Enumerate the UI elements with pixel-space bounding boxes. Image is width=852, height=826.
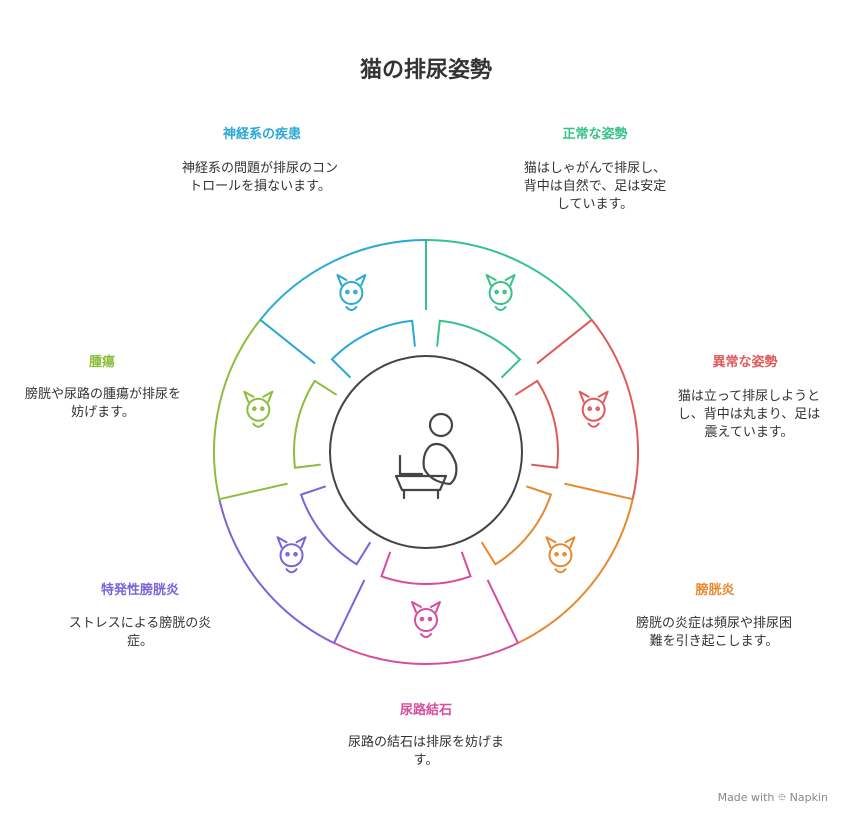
segment-5 xyxy=(213,319,338,501)
segment-4 xyxy=(218,485,372,644)
segment-2 xyxy=(480,482,634,644)
cat-sitting-on-litter-box-icon xyxy=(394,412,458,500)
diagram-rings xyxy=(213,239,639,665)
cat-with-stone-icon xyxy=(411,601,441,638)
tumor-icon xyxy=(243,390,274,428)
segment-3 xyxy=(333,551,519,665)
segment-description-cystitis: 膀胱の炎症は頻尿や排尿困難を引き起こします。 xyxy=(636,616,793,649)
diagram-icons xyxy=(243,274,609,638)
segment-label-abnormal: 異常な姿勢 xyxy=(712,355,778,370)
segment-description-urolithiasis: 尿路の結石は排尿を妨げます。 xyxy=(347,735,504,768)
sitting-cat-icon xyxy=(485,274,516,312)
segment-label-tumor: 腫瘍 xyxy=(88,355,115,370)
segment-description-normal: 猫はしゃがんで排尿し、背中は自然で、足は安定しています。 xyxy=(523,161,667,212)
napkin-credit: Made with ⯐ Napkin xyxy=(717,791,828,804)
stressed-cat-icon xyxy=(276,536,307,574)
segment-label-normal: 正常な姿勢 xyxy=(562,127,628,142)
segment-0 xyxy=(425,239,593,379)
straining-cat-icon xyxy=(578,390,609,428)
segment-6 xyxy=(259,239,427,379)
segment-description-abnormal: 猫は立って排尿しようとし、背中は丸まり、足は震えています。 xyxy=(677,389,821,440)
page-title: 猫の排尿姿勢 xyxy=(359,58,492,83)
segment-label-neurological: 神経系の疾患 xyxy=(222,127,301,142)
segment-label-urolithiasis: 尿路結石 xyxy=(399,703,452,718)
segment-description-neurological: 神経系の問題が排尿のコントロールを損ないます。 xyxy=(181,161,338,194)
segment-description-tumor: 膀胱や尿路の腫瘍が排尿を妨げます。 xyxy=(24,387,181,420)
segment-description-idiopathic-cystitis: ストレスによる膀胱の炎症。 xyxy=(68,616,212,649)
segment-label-idiopathic-cystitis: 特発性膀胱炎 xyxy=(100,583,179,598)
bladder-pain-icon xyxy=(545,536,576,574)
segment-1 xyxy=(514,319,639,500)
segment-label-cystitis: 膀胱炎 xyxy=(695,583,735,598)
cat-face-icon xyxy=(336,274,367,312)
